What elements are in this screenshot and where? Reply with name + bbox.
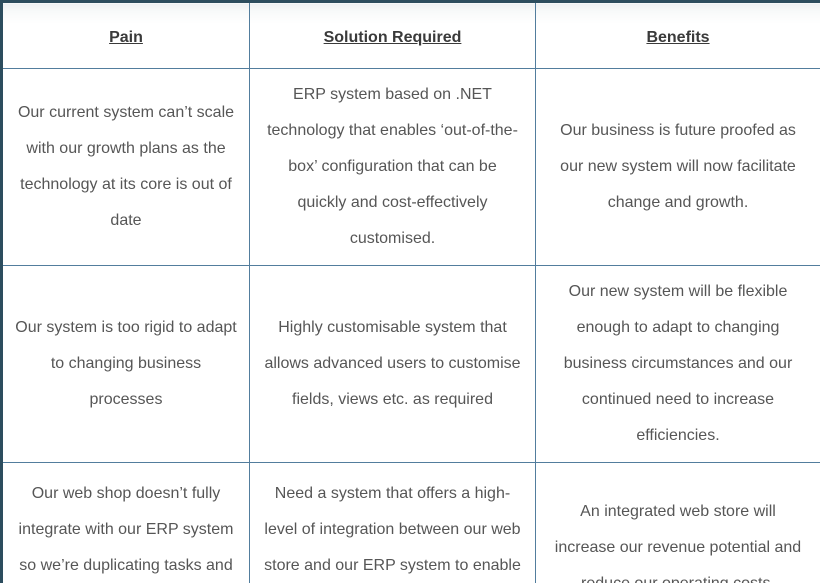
table-cell-pain: Our system is too rigid to adapt to chan…: [1, 265, 250, 463]
column-header-benefits: Benefits: [535, 1, 820, 69]
table-cell-pain: Our web shop doesn’t fully integrate wit…: [1, 462, 250, 583]
header-row: Pain Solution Required Benefits: [1, 1, 820, 69]
table-row: Our web shop doesn’t fully integrate wit…: [1, 462, 820, 583]
column-header-solution-required-label: Solution Required: [323, 29, 462, 46]
table-cell-solution: Need a system that offers a high-level o…: [249, 462, 536, 583]
table-cell-benefits: Our new system will be flexible enough t…: [535, 265, 820, 463]
table-cell-pain: Our current system can’t scale with our …: [1, 68, 250, 266]
table-row: Our system is too rigid to adapt to chan…: [1, 265, 820, 463]
table-cell-solution: ERP system based on .NET technology that…: [249, 68, 536, 266]
table-cell-benefits: An integrated web store will increase ou…: [535, 462, 820, 583]
column-header-pain: Pain: [1, 1, 250, 69]
column-header-pain-label: Pain: [109, 29, 143, 46]
table-cell-solution: Highly customisable system that allows a…: [249, 265, 536, 463]
table-row: Our current system can’t scale with our …: [1, 68, 820, 266]
table-cell-benefits: Our business is future proofed as our ne…: [535, 68, 820, 266]
column-header-benefits-label: Benefits: [646, 29, 710, 46]
column-header-solution-required: Solution Required: [249, 1, 536, 69]
